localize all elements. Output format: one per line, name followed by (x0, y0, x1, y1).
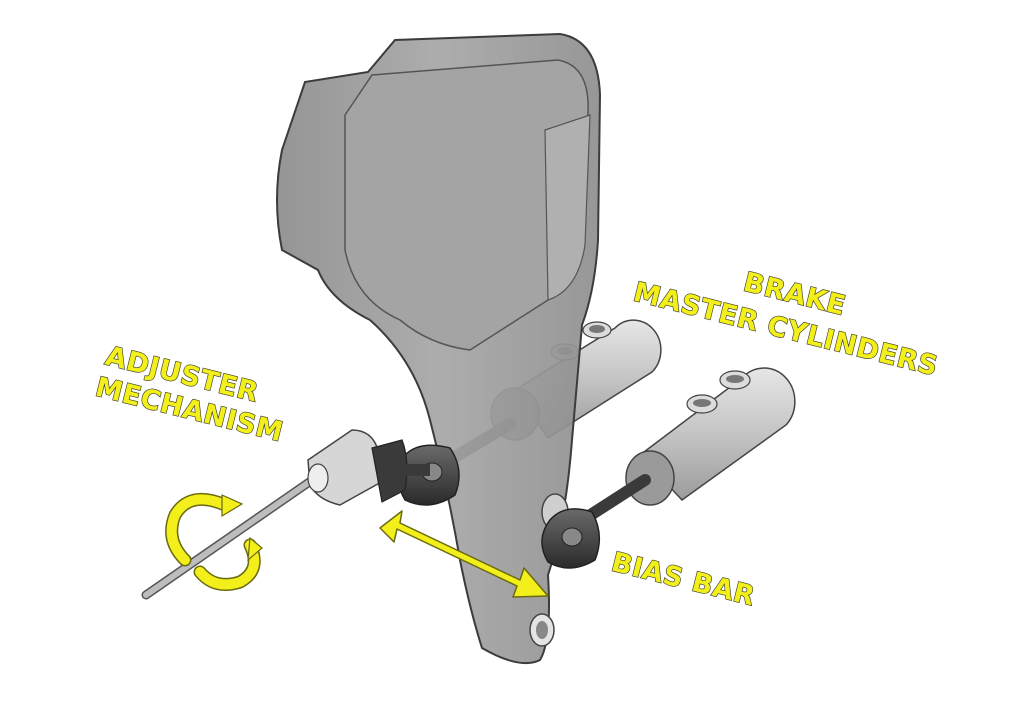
adjuster-mechanism (307, 429, 430, 506)
lower-rod-end (541, 508, 601, 569)
rotation-arrow-icon (165, 492, 263, 591)
brake-pedal (276, 32, 602, 664)
adjuster-cable (141, 471, 323, 600)
label-bias-bar: BIAS BAR (608, 547, 758, 613)
bias-bar-arrow (379, 510, 549, 598)
